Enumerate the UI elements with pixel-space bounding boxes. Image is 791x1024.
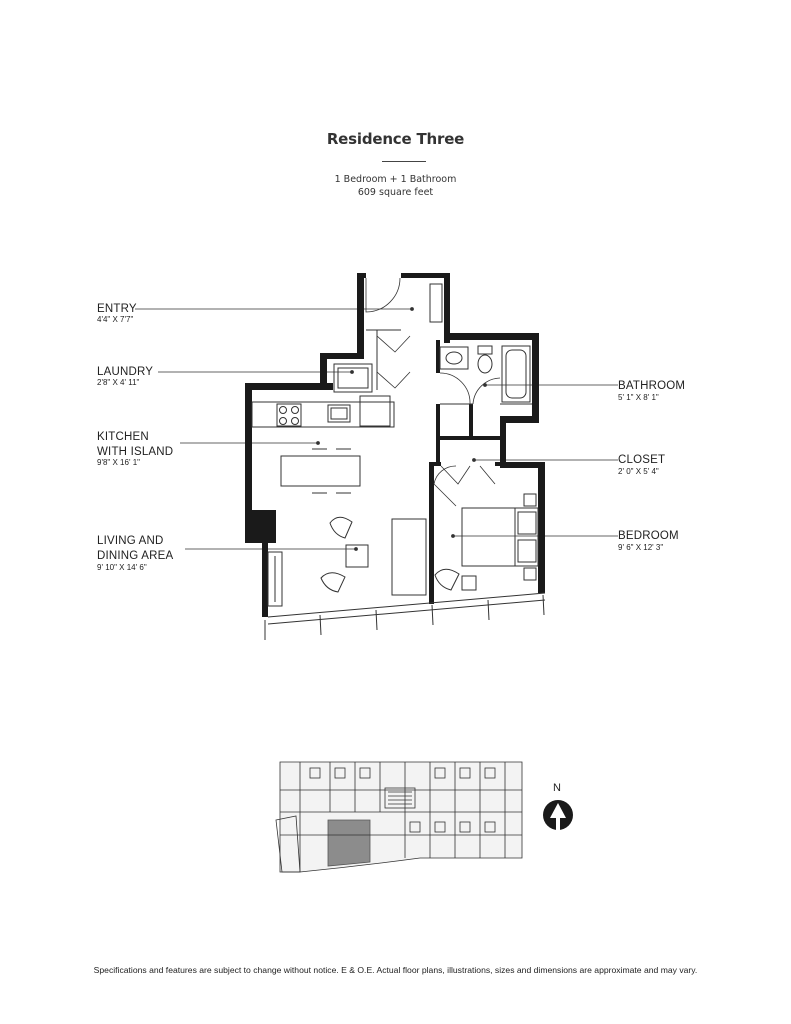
dims-closet: 2' 0" X 5' 4" bbox=[618, 467, 659, 476]
label-closet: CLOSET bbox=[618, 454, 666, 466]
dims-bedroom: 9' 6" X 12' 3" bbox=[618, 543, 664, 552]
dims-living: 9' 10" X 14' 6" bbox=[97, 563, 147, 572]
key-plan bbox=[275, 761, 523, 873]
exterior-walls bbox=[245, 273, 545, 617]
label-entry: ENTRY bbox=[97, 303, 137, 315]
kitchen-counter bbox=[251, 395, 395, 428]
unit-area: 609 square feet bbox=[357, 187, 434, 198]
partition-lines bbox=[366, 329, 532, 405]
label-kitchen-line2: WITH ISLAND bbox=[97, 446, 174, 458]
disclaimer: Specifications and features are subject … bbox=[93, 965, 698, 975]
label-living-line2: DINING AREA bbox=[97, 550, 174, 562]
entry-closet bbox=[429, 283, 443, 323]
page-title: Residence Three bbox=[326, 130, 465, 148]
dims-bathroom: 5' 1" X 8' 1" bbox=[618, 393, 659, 402]
north-arrow-icon bbox=[543, 800, 573, 830]
title-divider bbox=[382, 161, 426, 162]
door-swings bbox=[365, 277, 501, 507]
label-living-line1: LIVING AND bbox=[97, 535, 164, 547]
washer-dryer bbox=[333, 363, 373, 393]
interior-walls bbox=[429, 340, 505, 604]
highlighted-unit bbox=[327, 819, 371, 867]
label-bedroom: BEDROOM bbox=[618, 530, 679, 542]
unit-type: 1 Bedroom + 1 Bathroom bbox=[334, 174, 457, 185]
bedroom-furniture bbox=[434, 493, 539, 591]
label-kitchen-line1: KITCHEN bbox=[97, 431, 149, 443]
bathroom-fixtures bbox=[439, 345, 531, 403]
dims-kitchen: 9'8" X 16' 1" bbox=[97, 458, 140, 467]
living-furniture bbox=[267, 516, 427, 607]
dims-entry: 4'4" X 7'7" bbox=[97, 315, 134, 324]
dims-laundry: 2'8" X 4' 11" bbox=[97, 378, 140, 387]
curtain-wall bbox=[264, 592, 546, 640]
label-bathroom: BATHROOM bbox=[618, 380, 686, 392]
leader-lines bbox=[135, 307, 618, 551]
kitchen-island bbox=[280, 448, 361, 494]
north-label: N bbox=[553, 782, 561, 794]
label-laundry: LAUNDRY bbox=[97, 366, 154, 378]
